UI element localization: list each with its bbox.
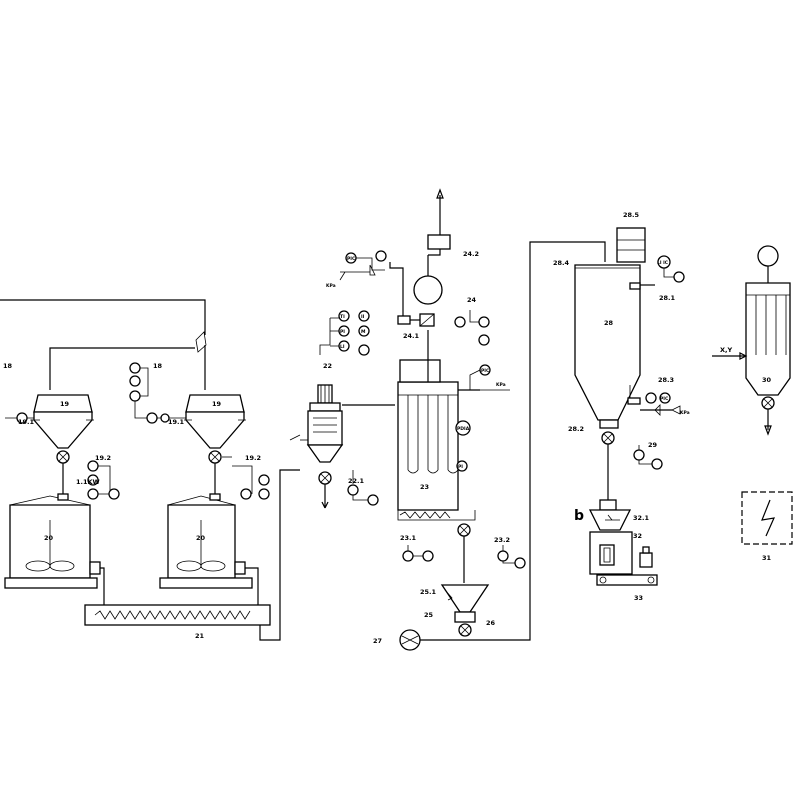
inst-li-ic: LI IC: [657, 260, 669, 266]
label-28-1: 28.1: [659, 294, 676, 302]
label-28-3: 28.3: [658, 376, 674, 384]
label-18-left: 18: [3, 362, 13, 370]
inst-pic-tower: PIC: [660, 396, 669, 402]
label-19-right: 19: [212, 400, 222, 408]
inst-kpa-tower: KPa: [680, 410, 690, 416]
bag-filter-30: [712, 245, 791, 436]
hopper-19-right: [152, 394, 246, 497]
label-28-5: 28.5: [623, 211, 640, 219]
label-24-1: 24.1: [403, 332, 420, 340]
hopper-instruments: [16, 362, 158, 424]
label-32: 32: [633, 532, 642, 540]
label-19-2-right: 19.2: [245, 454, 261, 462]
bag-filter-23: [397, 330, 510, 583]
label-19-1-left: 19.1: [18, 418, 35, 426]
label-22-1: 22.1: [348, 477, 365, 485]
fan-instruments: [339, 250, 490, 346]
label-25-1: 25.1: [420, 588, 437, 596]
label-24: 24: [467, 296, 477, 304]
label-26: 26: [486, 619, 496, 627]
label-30: 30: [762, 376, 772, 384]
inst-m: M: [361, 329, 366, 335]
label-23: 23: [420, 483, 429, 491]
inst-pic-fan: PIC: [347, 256, 356, 262]
label-25: 25: [424, 611, 434, 619]
tower-instruments: [633, 255, 685, 470]
screw-conveyor-21: [84, 469, 300, 641]
inst-kpa-filter: KPa: [496, 382, 506, 388]
label-b: b: [574, 508, 584, 524]
label-18-right: 18: [153, 362, 163, 370]
label-19-left: 19: [60, 400, 70, 408]
inst-ti: TI: [340, 314, 345, 320]
label-20-left: 20: [44, 534, 54, 542]
packing-station-32-33: [588, 499, 658, 586]
label-19-1-right: 19.1: [168, 418, 185, 426]
mixing-tank-20-left: [4, 493, 105, 605]
label-29: 29: [648, 441, 658, 449]
label-31: 31: [762, 554, 772, 562]
inst-pic-filter: PIC: [481, 368, 490, 374]
equipment-labels: 18 18 19 19 19.1 19.1 19.2 19.2 1.1KW 20…: [3, 211, 772, 645]
label-xy: X,Y: [720, 346, 732, 354]
inst-pdia: PDIA: [457, 426, 470, 432]
feed-lines: [0, 299, 207, 390]
filter-instruments: [402, 545, 526, 569]
label-28-2: 28.2: [568, 425, 584, 433]
label-27: 27: [373, 637, 382, 645]
inst-ii: II: [361, 314, 365, 320]
inst-pi-filter: PI: [458, 464, 463, 470]
label-28: 28: [604, 319, 614, 327]
cyclone-instruments: [319, 310, 379, 506]
label-22: 22: [323, 362, 332, 370]
label-28-4: 28.4: [553, 259, 570, 267]
mixing-tank-20-right: [159, 493, 259, 605]
label-21: 21: [195, 632, 205, 640]
inst-kpa-fan: KPa: [326, 283, 336, 289]
label-23-2: 23.2: [494, 536, 510, 544]
inst-pi: PI: [340, 329, 345, 335]
label-motor-power: 1.1KW: [76, 478, 100, 486]
exhaust-fan-24: [389, 188, 451, 327]
rotary-feeder-25-26-27: [399, 241, 606, 651]
electrical-panel-31: [741, 491, 793, 545]
cyclone-22: [289, 384, 395, 509]
label-32-1: 32.1: [633, 514, 650, 522]
inst-li: LI: [340, 344, 345, 350]
label-19-2-left: 19.2: [95, 454, 111, 462]
label-24-2: 24.2: [463, 250, 479, 258]
instrument-tags: TI PI LI II M PIC PIC PDIA PI LI IC PIC …: [326, 256, 690, 470]
label-20-right: 20: [196, 534, 206, 542]
label-33: 33: [634, 594, 643, 602]
tank-instruments: [87, 460, 270, 500]
separator-tower-28: [574, 227, 672, 500]
label-23-1: 23.1: [400, 534, 417, 542]
